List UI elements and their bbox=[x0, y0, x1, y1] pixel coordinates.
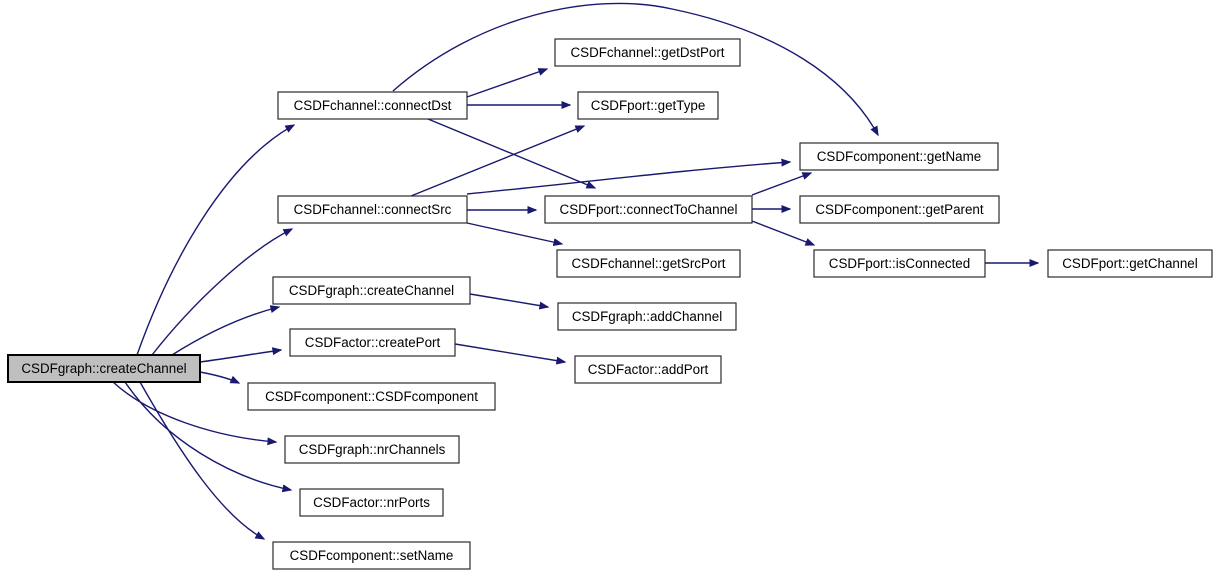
node-addPort[interactable]: CSDFactor::addPort bbox=[574, 355, 722, 384]
callee-node-box[interactable] bbox=[299, 488, 444, 517]
edge-connectDst-getName bbox=[392, 2, 879, 137]
root-node-box bbox=[7, 354, 201, 383]
callee-node-box[interactable] bbox=[277, 195, 468, 224]
callee-node-box[interactable] bbox=[577, 91, 719, 120]
node-connectDst[interactable]: CSDFchannel::connectDst bbox=[277, 91, 468, 120]
callee-node-box[interactable] bbox=[272, 276, 471, 305]
callee-node-box[interactable] bbox=[799, 142, 999, 171]
node-addChannel[interactable]: CSDFgraph::addChannel bbox=[557, 302, 737, 331]
edge-connectDst-connectToChannel bbox=[427, 118, 597, 189]
callee-node-box[interactable] bbox=[813, 249, 986, 278]
node-label-connectDst: CSDFchannel::connectDst bbox=[294, 98, 452, 113]
node-label-getType: CSDFport::getType bbox=[591, 98, 706, 113]
node-getType[interactable]: CSDFport::getType bbox=[577, 91, 719, 120]
callee-node-box[interactable] bbox=[247, 382, 496, 411]
node-label-getName: CSDFcomponent::getName bbox=[817, 149, 981, 164]
callee-node-box[interactable] bbox=[557, 302, 737, 331]
node-label-nrPorts: CSDFactor::nrPorts bbox=[313, 495, 430, 510]
callee-node-box[interactable] bbox=[554, 38, 741, 67]
node-label-addPort: CSDFactor::addPort bbox=[588, 362, 709, 377]
node-label-getChannel: CSDFport::getChannel bbox=[1062, 256, 1197, 271]
edge-createPort-addPort bbox=[454, 343, 567, 365]
callee-node-box[interactable] bbox=[544, 195, 753, 224]
node-nrChannels[interactable]: CSDFgraph::nrChannels bbox=[284, 435, 460, 464]
node-getParent[interactable]: CSDFcomponent::getParent bbox=[799, 195, 1000, 224]
node-label-root: CSDFgraph::createChannel bbox=[21, 361, 186, 376]
node-createChannel[interactable]: CSDFgraph::createChannel bbox=[272, 276, 471, 305]
callee-node-box[interactable] bbox=[272, 541, 471, 570]
node-label-getSrcPort: CSDFchannel::getSrcPort bbox=[571, 256, 725, 271]
node-getDstPort[interactable]: CSDFchannel::getDstPort bbox=[554, 38, 741, 67]
edge-root-connectDst bbox=[136, 124, 296, 356]
callee-node-box[interactable] bbox=[1047, 249, 1213, 278]
edge-root-CSDFcomponent bbox=[199, 371, 241, 384]
node-root: CSDFgraph::createChannel bbox=[7, 354, 201, 383]
node-label-isConnected: CSDFport::isConnected bbox=[829, 256, 970, 271]
node-label-getDstPort: CSDFchannel::getDstPort bbox=[570, 45, 724, 60]
node-label-createChannel: CSDFgraph::createChannel bbox=[289, 283, 454, 298]
callee-node-box[interactable] bbox=[574, 355, 722, 384]
edge-createChannel-addChannel bbox=[469, 293, 550, 310]
callee-node-box[interactable] bbox=[289, 328, 456, 357]
node-createPort[interactable]: CSDFactor::createPort bbox=[289, 328, 456, 357]
node-label-addChannel: CSDFgraph::addChannel bbox=[572, 309, 722, 324]
edge-connectSrc-getName bbox=[466, 158, 792, 195]
node-getSrcPort[interactable]: CSDFchannel::getSrcPort bbox=[556, 249, 741, 278]
edge-root-createPort bbox=[199, 347, 283, 363]
node-isConnected[interactable]: CSDFport::isConnected bbox=[813, 249, 986, 278]
edge-connectSrc-getSrcPort bbox=[466, 222, 564, 247]
node-label-CSDFcomponent: CSDFcomponent::CSDFcomponent bbox=[265, 389, 478, 404]
node-getName[interactable]: CSDFcomponent::getName bbox=[799, 142, 999, 171]
edge-root-createChannel bbox=[171, 305, 281, 356]
node-CSDFcomponent[interactable]: CSDFcomponent::CSDFcomponent bbox=[247, 382, 496, 411]
node-connectToChannel[interactable]: CSDFport::connectToChannel bbox=[544, 195, 753, 224]
edge-connectToChannel-isConnected bbox=[751, 220, 816, 246]
node-label-getParent: CSDFcomponent::getParent bbox=[815, 202, 983, 217]
callee-node-box[interactable] bbox=[556, 249, 741, 278]
callee-node-box[interactable] bbox=[277, 91, 468, 120]
node-getChannel[interactable]: CSDFport::getChannel bbox=[1047, 249, 1213, 278]
edge-connectDst-getDstPort bbox=[466, 68, 549, 98]
edge-root-connectSrc bbox=[151, 228, 294, 356]
edge-connectSrc-getType bbox=[410, 125, 586, 197]
node-label-createPort: CSDFactor::createPort bbox=[305, 335, 441, 350]
node-connectSrc[interactable]: CSDFchannel::connectSrc bbox=[277, 195, 468, 224]
node-label-connectSrc: CSDFchannel::connectSrc bbox=[294, 202, 452, 217]
node-setName[interactable]: CSDFcomponent::setName bbox=[272, 541, 471, 570]
edge-root-setName bbox=[139, 381, 266, 540]
node-label-nrChannels: CSDFgraph::nrChannels bbox=[299, 442, 446, 457]
edge-root-nrChannels bbox=[112, 381, 278, 446]
callee-node-box[interactable] bbox=[799, 195, 1000, 224]
callee-node-box[interactable] bbox=[284, 435, 460, 464]
node-label-connectToChannel: CSDFport::connectToChannel bbox=[560, 202, 738, 217]
node-label-setName: CSDFcomponent::setName bbox=[290, 548, 454, 563]
node-nrPorts[interactable]: CSDFactor::nrPorts bbox=[299, 488, 444, 517]
edge-connectToChannel-getName bbox=[751, 172, 813, 196]
edge-root-nrPorts bbox=[124, 381, 293, 493]
